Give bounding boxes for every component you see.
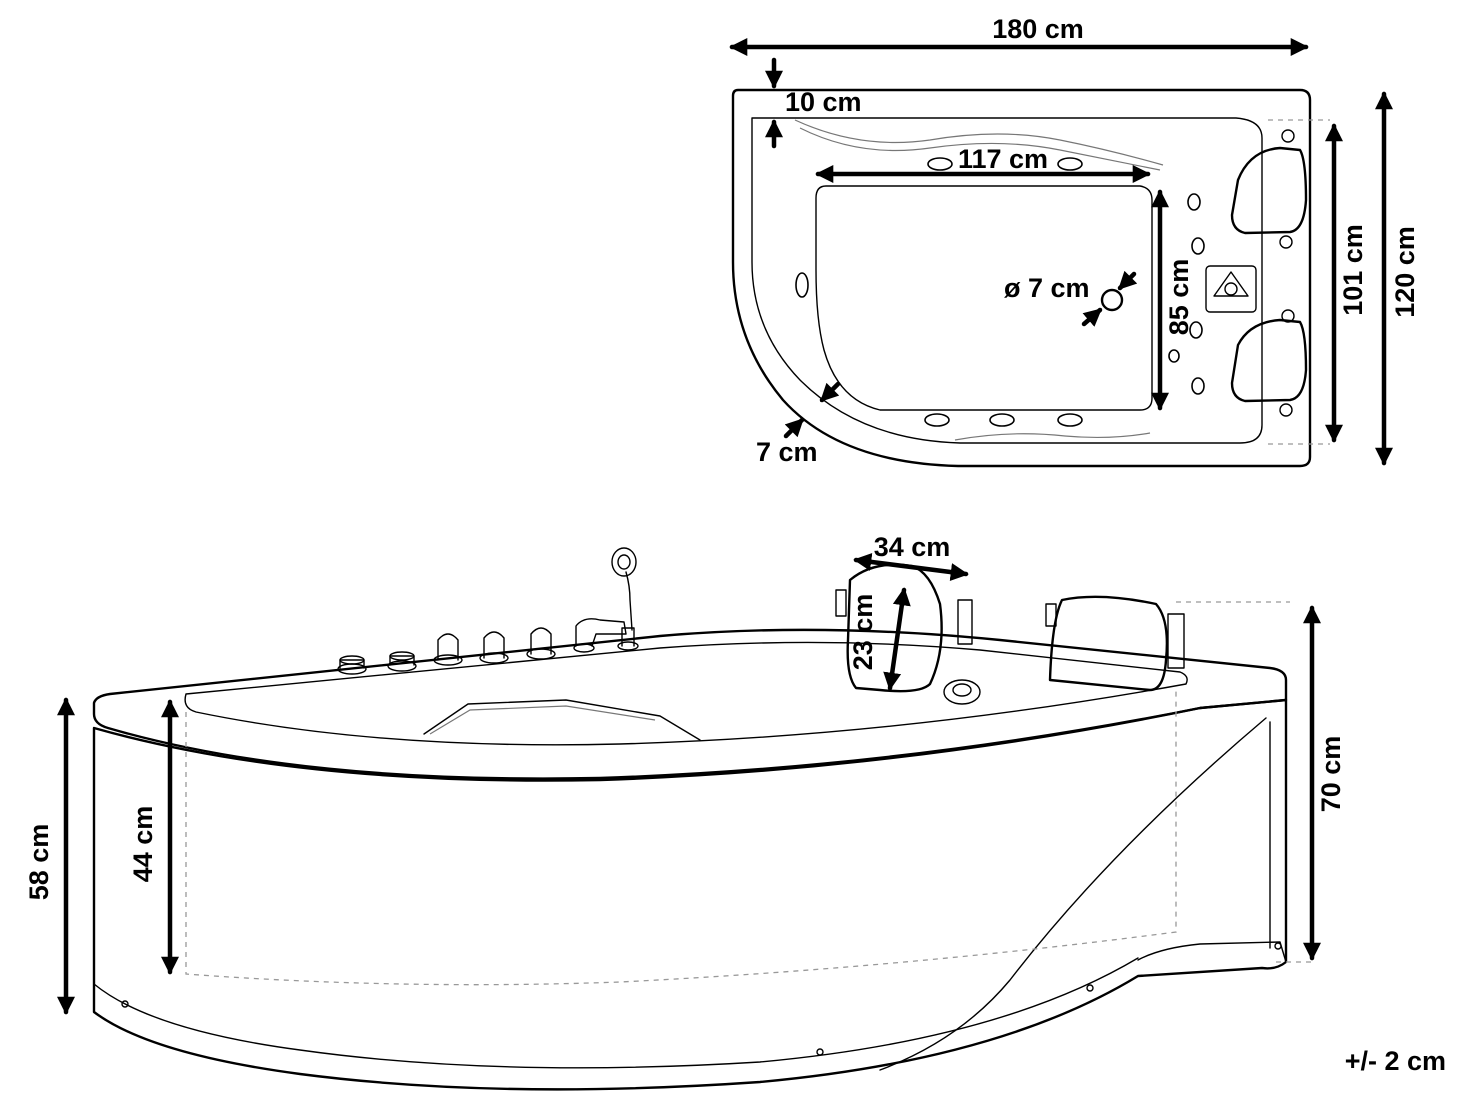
headrest-height-label: 23 cm [848,594,878,671]
drain-arrow [1117,270,1138,291]
control-knob-icon [1213,271,1249,297]
headrest-right [1048,595,1169,692]
backrest-inner [423,699,701,741]
wall-arrow [819,381,841,403]
rim-label: 10 cm [785,87,862,117]
inner-width-label: 85 cm [1164,259,1194,336]
inner-length-label: 117 cm [958,144,1048,174]
tolerance-label: +/- 2 cm [1345,1046,1446,1076]
headrest-pin-icon [1281,309,1295,323]
apron-side-panel [879,717,1267,1071]
knob-icon [526,627,556,660]
headrest-pin-icon [1279,403,1293,417]
backrest-inner-2 [429,705,656,735]
width-label: 180 cm [992,14,1084,44]
control-panel [1205,265,1257,313]
apron-base-band [93,957,1139,1069]
inner-depth-label: 44 cm [128,806,158,883]
total-depth-label: 120 cm [1390,226,1420,318]
apron-screws [121,942,1282,1056]
headrest-bottom [1230,318,1308,403]
drain-label: ø 7 cm [1004,273,1090,303]
drain-arrow [1081,307,1103,327]
wall-arrow [783,417,805,439]
top-view: 180 cm 10 cm 117 cm 85 cm ø 7 cm 7 cm 10… [729,14,1420,468]
hand-shower-icon [611,547,637,631]
headrest-pin-icon [1281,129,1295,143]
footrest-contour [954,432,1151,441]
knob-icon [337,655,367,675]
drain-icon [1100,288,1124,312]
depth-label: 101 cm [1338,224,1368,316]
backrest-contour-2 [799,127,1161,171]
control-knobs [337,627,556,675]
wall-label: 7 cm [756,437,818,467]
headrest-pin-icon [1279,235,1293,249]
headrest-top [1230,146,1308,235]
tub-rim-inner [751,117,1263,444]
control-knob-icon [1224,282,1238,296]
tub-rim-top [92,628,1288,780]
hidden-inner-basin [185,690,1177,986]
side-view: 34 cm 23 cm 70 cm 58 cm 44 cm [24,532,1346,1091]
tub-front-apron [92,698,1288,1091]
jets-plan [795,157,1205,427]
jet-icon [943,679,981,705]
headrest-posts [835,589,1185,669]
knob-icon [387,651,417,672]
apron-step [1137,941,1287,963]
knob-icon [479,631,509,664]
total-height-label: 70 cm [1316,736,1346,813]
outer-height-label: 58 cm [24,824,54,901]
backrest-contour [794,119,1164,166]
knob-icon [433,633,463,666]
headrest-width-label: 34 cm [874,532,951,562]
tub-outline-plan [731,88,1312,468]
tub-basin-opening [184,641,1188,746]
dimension-arrow-headrest-width [853,553,969,581]
dimension-arrow-headrest-height [883,587,911,691]
faucet-icon [573,618,639,653]
